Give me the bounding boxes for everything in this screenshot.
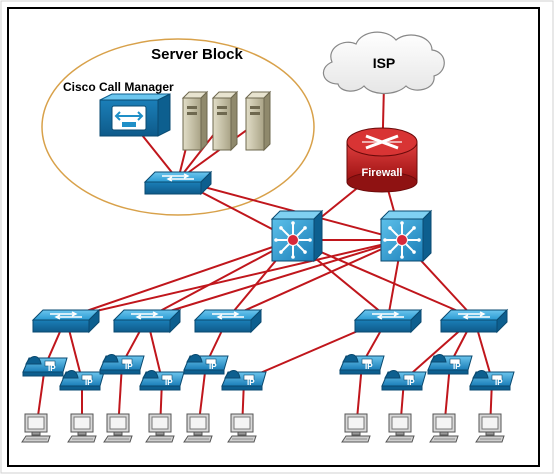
ip-label: IP [85, 378, 93, 387]
core-switch-1 [270, 209, 324, 263]
ip-label: IP [165, 378, 173, 387]
access-switch-acc1 [31, 308, 101, 334]
ip-phone-icon [469, 370, 515, 391]
workstation-icon [183, 413, 213, 443]
ip-label: IP [209, 362, 217, 371]
workstation-icon [67, 413, 97, 443]
isp-label: ISP [373, 55, 396, 71]
ip-phone-ph3: IP [99, 354, 145, 375]
link-core2-acc3 [227, 239, 403, 319]
router-icon [346, 127, 418, 193]
workstation-pc6 [227, 413, 257, 443]
ip-label: IP [407, 378, 415, 387]
workgroup-switch-icon [143, 170, 213, 196]
ip-label: IP [125, 362, 133, 371]
ip-phone-icon [221, 370, 267, 391]
access-switch-acc4 [353, 308, 423, 334]
workstation-pc5 [183, 413, 213, 443]
workgroup-switch-icon [112, 308, 182, 334]
server-2 [211, 90, 239, 152]
link-core1-acc1 [65, 239, 294, 319]
ip-phone-ph6: IP [221, 370, 267, 391]
workstation-pc9 [429, 413, 459, 443]
call-manager-icon [99, 93, 171, 137]
ip-phone-ph5: IP [183, 354, 229, 375]
workstation-pc2 [67, 413, 97, 443]
ip-phone-icon [381, 370, 427, 391]
link-core2-acc1 [65, 239, 403, 319]
call-manager [99, 93, 171, 137]
server-tower-icon [181, 90, 209, 152]
server-block-outline [41, 38, 315, 216]
workstation-icon [145, 413, 175, 443]
access-switch-acc2 [112, 308, 182, 334]
ip-phone-icon [139, 370, 185, 391]
server-tower-icon [244, 90, 272, 152]
ip-label: IP [453, 362, 461, 371]
ip-phone-icon [59, 370, 105, 391]
ip-phone-ph4: IP [139, 370, 185, 391]
ip-phone-ph7: IP [339, 354, 385, 375]
ip-phone-icon [99, 354, 145, 375]
link-srvsw-srv3 [177, 123, 256, 181]
workstation-pc10 [475, 413, 505, 443]
firewall-label: Firewall [362, 167, 403, 179]
workstation-icon [385, 413, 415, 443]
workgroup-switch-icon [439, 308, 509, 334]
workstation-icon [21, 413, 51, 443]
workgroup-switch-icon [193, 308, 263, 334]
workstation-pc4 [145, 413, 175, 443]
access-switch-acc3 [193, 308, 263, 334]
diagram-frame [7, 7, 540, 467]
workstation-pc8 [385, 413, 415, 443]
link-core1-acc5 [292, 239, 475, 319]
server-tower-icon [211, 90, 239, 152]
workgroup-switch-icon [353, 308, 423, 334]
workstation-icon [103, 413, 133, 443]
ip-phone-icon [22, 356, 68, 377]
ip-phone-ph8: IP [381, 370, 427, 391]
workstation-icon [341, 413, 371, 443]
ip-phone-ph10: IP [469, 370, 515, 391]
workstation-icon [227, 413, 257, 443]
layer3-switch-icon [270, 209, 324, 263]
ip-phone-icon [427, 354, 473, 375]
ip-label: IP [365, 362, 373, 371]
ip-label: IP [48, 364, 56, 373]
access-switch-server-block [143, 170, 213, 196]
cloud-icon [322, 31, 445, 95]
workgroup-switch-icon [31, 308, 101, 334]
layer3-switch-icon [379, 209, 433, 263]
ip-label: IP [495, 378, 503, 387]
ip-phone-ph9: IP [427, 354, 473, 375]
workstation-pc7 [341, 413, 371, 443]
ip-phone-ph2: IP [59, 370, 105, 391]
access-switch-acc5 [439, 308, 509, 334]
server-1 [181, 90, 209, 152]
workstation-pc3 [103, 413, 133, 443]
link-srvsw-core2 [177, 179, 403, 241]
isp-cloud: ISP [322, 31, 445, 95]
core-switch-2 [379, 209, 433, 263]
workstation-icon [429, 413, 459, 443]
ip-phone-ph1: IP [22, 356, 68, 377]
call-manager-label: Cisco Call Manager [63, 80, 174, 94]
server-block-label: Server Block [151, 46, 243, 63]
link-core2-acc2 [146, 239, 403, 319]
link-core1-acc2 [146, 239, 294, 319]
ip-phone-icon [339, 354, 385, 375]
workstation-icon [475, 413, 505, 443]
ip-phone-icon [183, 354, 229, 375]
firewall-router: Firewall [346, 127, 418, 193]
server-3 [244, 90, 272, 152]
ip-label: IP [247, 378, 255, 387]
workstation-pc1 [21, 413, 51, 443]
